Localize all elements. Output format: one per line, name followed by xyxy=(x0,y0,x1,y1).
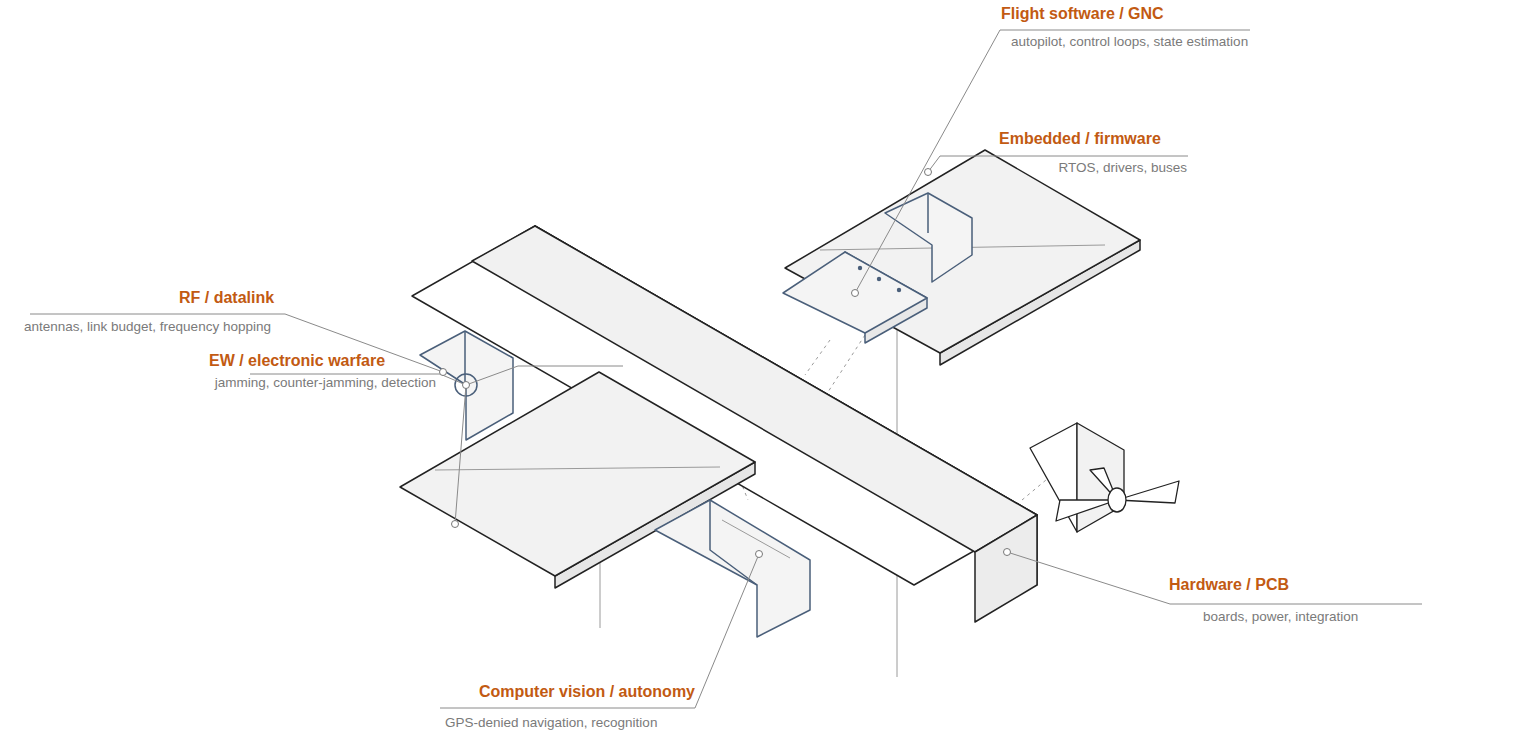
tail xyxy=(1030,423,1179,532)
underline xyxy=(1170,604,1422,605)
callout-title: Flight software / GNC xyxy=(1001,5,1164,23)
rf-bracket-edge xyxy=(464,331,466,385)
callout-note: autopilot, control loops, state estimati… xyxy=(1011,34,1248,50)
board-dots xyxy=(858,266,901,292)
callout-title: Embedded / firmware xyxy=(999,130,1161,148)
callout-note: boards, power, integration xyxy=(1203,609,1358,625)
leader-line xyxy=(455,385,466,524)
leader-line xyxy=(695,554,759,708)
tail-fin xyxy=(1077,423,1124,532)
underline xyxy=(940,156,1188,157)
underline xyxy=(440,708,695,709)
leader-dot xyxy=(852,290,859,297)
underline xyxy=(250,374,440,375)
leader-dot xyxy=(463,382,470,389)
leader-line xyxy=(518,366,623,367)
camera-module xyxy=(655,500,810,637)
antenna-symbol xyxy=(455,374,477,396)
callout-note: GPS-denied navigation, recognition xyxy=(445,715,657,731)
callout-note: antennas, link budget, frequency hopping xyxy=(24,319,271,335)
callout-title: Computer vision / autonomy xyxy=(479,683,695,701)
leader-dot xyxy=(925,169,932,176)
modules xyxy=(420,193,972,637)
callout-title: RF / datalink xyxy=(179,289,274,307)
board-dot xyxy=(877,277,881,281)
leader-dot xyxy=(452,521,459,528)
board-dot xyxy=(897,288,901,292)
flight-board xyxy=(783,252,927,333)
callout-note: jamming, counter-jamming, detection xyxy=(215,375,436,391)
dashed-line xyxy=(1022,480,1046,500)
fuselage-end xyxy=(975,515,1037,622)
callout-title: Hardware / PCB xyxy=(1169,576,1289,594)
dashed-line xyxy=(828,335,865,392)
leader-lines xyxy=(30,30,1422,708)
leader-line xyxy=(855,30,1000,293)
leader-dots xyxy=(440,169,1011,558)
board-dot xyxy=(858,266,862,270)
leader-line xyxy=(1007,552,1170,604)
module-line xyxy=(722,520,790,558)
dashed-line xyxy=(805,340,830,375)
wing-top xyxy=(785,150,1140,353)
callout-title: EW / electronic warfare xyxy=(209,352,385,370)
underline xyxy=(1000,30,1250,31)
leader-line xyxy=(466,366,518,385)
wing-line xyxy=(435,467,720,470)
leader-dot xyxy=(756,551,763,558)
leader-dot xyxy=(1004,549,1011,556)
underline xyxy=(30,314,285,315)
leader-dot xyxy=(440,369,447,376)
embedded-bracket-edge xyxy=(927,193,929,233)
propeller-hub xyxy=(1108,488,1126,512)
callout-note: RTOS, drivers, buses xyxy=(1058,160,1187,176)
embedded-bracket xyxy=(885,193,972,282)
camera-module-edge xyxy=(710,500,757,585)
